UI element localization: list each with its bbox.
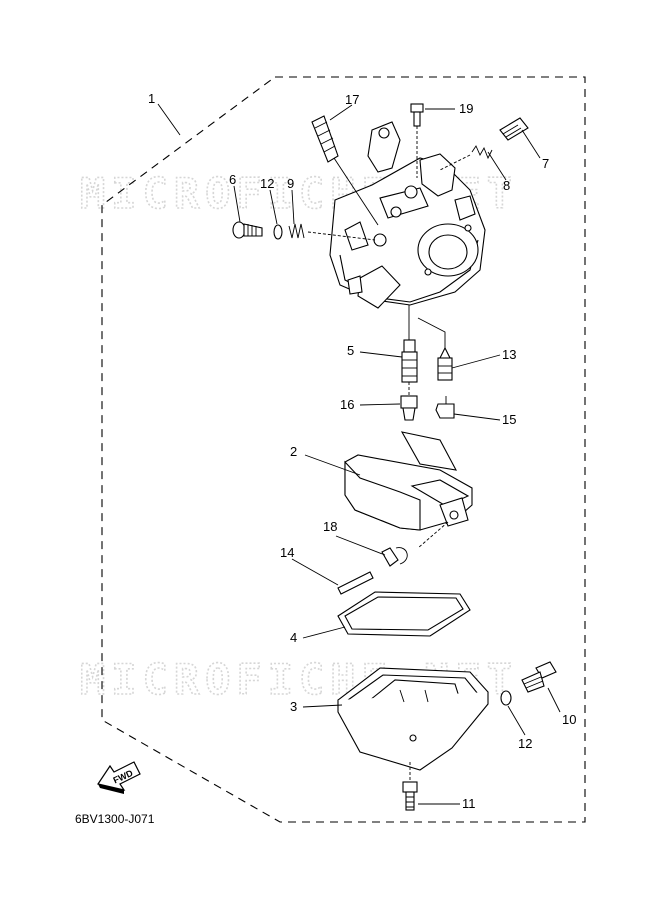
callout-5: 5 [347, 343, 354, 358]
diagram-code: 6BV1300-J071 [75, 812, 155, 826]
part-11-screw [402, 781, 418, 811]
callout-4: 4 [290, 630, 297, 645]
part-4-gasket [337, 591, 471, 637]
callout-15: 15 [502, 412, 516, 427]
part-13-needle-valve [417, 317, 453, 381]
part-19-screw [410, 103, 424, 178]
part-17-pilot-screw [311, 115, 379, 226]
part-7-screw [499, 117, 529, 141]
callout-8: 8 [503, 178, 510, 193]
callout-9: 9 [287, 176, 294, 191]
part-15-clip [435, 396, 455, 419]
carburetor-body [329, 121, 486, 309]
part-12-o-ring [273, 224, 283, 240]
part-16-main-jet [400, 395, 418, 421]
callout-10: 10 [562, 712, 576, 727]
callout-1: 1 [148, 91, 155, 106]
callout-16: 16 [340, 397, 354, 412]
part-10-drain-screw [521, 661, 557, 693]
part-9-spring [288, 223, 376, 241]
callout-2: 2 [290, 444, 297, 459]
fwd-arrow-icon: FWD [97, 761, 141, 794]
callout-18: 18 [323, 519, 337, 534]
callout-12-lower: 12 [518, 736, 532, 751]
callout-13: 13 [502, 347, 516, 362]
part-3-float-bowl [337, 667, 489, 782]
callout-12-upper: 12 [260, 176, 274, 191]
part-8-spring [439, 145, 493, 171]
leader-lines [157, 103, 561, 805]
callout-7: 7 [542, 156, 549, 171]
assembly-boundary [101, 76, 586, 823]
callout-19: 19 [459, 101, 473, 116]
part-2-float [344, 431, 473, 549]
callout-6: 6 [229, 172, 236, 187]
part-5-main-jet-holder [401, 305, 418, 396]
callout-3: 3 [290, 699, 297, 714]
callout-17: 17 [345, 92, 359, 107]
callout-14: 14 [280, 545, 294, 560]
part-14-pin [337, 571, 374, 595]
callout-11: 11 [462, 796, 476, 811]
part-12-o-ring-lower [500, 690, 512, 706]
callout-labels: 1 2 3 4 5 6 7 8 9 10 11 12 12 13 14 15 1… [148, 91, 576, 811]
part-6-screw [232, 221, 263, 239]
part-18-spring [381, 547, 408, 567]
